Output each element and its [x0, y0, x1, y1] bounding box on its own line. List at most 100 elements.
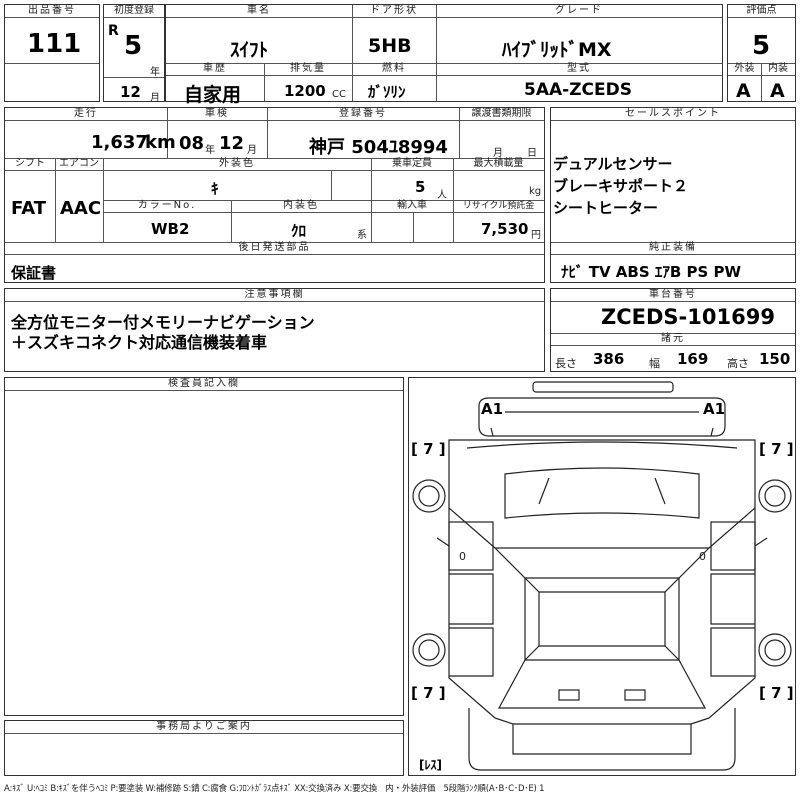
length-label: 長さ: [555, 357, 577, 370]
plate-label: 登録番号: [267, 108, 459, 121]
history: 自家用: [184, 84, 242, 106]
year-unit: 年: [150, 67, 160, 78]
office-label: 事務局よりご案内: [5, 721, 403, 734]
damage-legend: A:ｷｽﾞ U:ﾍｺﾐ B:ｷｽﾞを伴うﾍｺﾐ P:要塗装 W:補修跡 S:錆 …: [4, 784, 545, 794]
shipping-label: 後日発送部品: [5, 242, 544, 255]
inspection-month: 12: [219, 133, 245, 154]
sales-label: セールスポイント: [551, 108, 795, 121]
first-reg-year: 5: [124, 31, 143, 61]
sales-point-3: シートヒーター: [553, 199, 659, 217]
exterior-label: 外装: [728, 63, 761, 76]
first-registration-cell: 初度登録 R 5 年 12 月: [103, 4, 165, 104]
displacement: 1200: [284, 82, 326, 100]
displacement-unit: CC: [332, 89, 346, 100]
score: 5: [752, 31, 771, 61]
grade: ﾊｲﾌﾞﾘｯﾄﾞMX: [502, 39, 612, 61]
car-name: ｽｲﾌﾄ: [230, 39, 269, 61]
score-block: 評価点 5 外装 内装 A A: [727, 4, 796, 102]
notes-line-1: 全方位モニター付メモリーナビゲーション: [11, 313, 315, 332]
capacity-label: 乗車定員: [371, 158, 453, 171]
mileage: 1,637: [91, 132, 148, 153]
mark-front-right-tire: [ 7 ]: [759, 440, 794, 458]
equipment: ﾅﾋﾞ TV ABS ｴｱB PS PW: [561, 263, 742, 281]
interior-label: 内装: [761, 63, 795, 76]
transfer-month-unit: 月: [493, 148, 503, 159]
mark-spare-tire: [ﾚｽ]: [419, 758, 442, 772]
height-label: 高さ: [727, 357, 749, 370]
length: 386: [593, 350, 625, 368]
sales-points-block: セールスポイント デュアルセンサー ブレーキサポート２ シートヒーター 純正装備…: [550, 107, 796, 283]
ac-label: エアコン: [55, 158, 103, 171]
interior-grade: A: [770, 80, 785, 102]
era: R: [108, 23, 119, 39]
inspector-notes-block: 検査員記入欄: [4, 377, 404, 716]
recycle-label: リサイクル預託金: [453, 200, 544, 213]
inspection-year-unit: 年: [205, 145, 215, 156]
first-reg-month: 12: [120, 83, 141, 101]
shift: FAT: [11, 198, 47, 219]
shift-label: シフト: [5, 158, 55, 171]
transfer-label: 譲渡書類期限: [459, 108, 544, 121]
door-label: ドア形状: [352, 5, 436, 18]
score-label: 評価点: [728, 5, 795, 18]
mark-a1-left: A1: [481, 400, 504, 418]
car-outline-diagram: [412, 381, 792, 771]
int-color-label: 内装色: [231, 200, 371, 213]
inspection-label: 車検: [167, 108, 267, 121]
model-label: 型式: [436, 63, 722, 76]
mark-rear-right-tire: [ 7 ]: [759, 684, 794, 702]
ext-color: ｷ: [211, 180, 219, 198]
import-label: 輸入車: [371, 200, 453, 213]
mileage-unit: km: [145, 132, 176, 153]
office-notes-block: 事務局よりご案内: [4, 720, 404, 776]
inspection-year: 08: [179, 133, 205, 154]
inspection-month-unit: 月: [247, 145, 257, 156]
mark-left-rear-door: 0: [459, 550, 466, 563]
recycle-unit: 円: [531, 230, 541, 241]
lot-label: 出品番号: [5, 5, 99, 18]
width: 169: [677, 350, 709, 368]
lot-cell: 出品番号 111: [4, 4, 100, 102]
mark-right-rear-door: 0: [699, 550, 706, 563]
car-name-label: 車名: [166, 5, 352, 18]
height: 150: [759, 350, 791, 368]
shipping-parts: 保証書: [11, 264, 57, 282]
history-label: 車歴: [166, 63, 264, 76]
fuel-label: 燃料: [352, 63, 436, 76]
mark-a1-right: A1: [703, 400, 726, 418]
displacement-label: 排気量: [264, 63, 352, 76]
capacity: 5: [415, 178, 426, 196]
vehicle-details-table: 走行 車検 登録番号 譲渡書類期限 1,637 km 08 年 12 月 神戸 …: [4, 107, 545, 283]
chassis-number: ZCEDS-101699: [601, 305, 775, 329]
exterior-grade: A: [736, 80, 751, 102]
lot-number: 111: [27, 29, 82, 59]
int-color-unit: 系: [357, 230, 367, 241]
damage-diagram: A1 A1 [ 7 ] [ 7 ] [ 7 ] [ 7 ] [ﾚｽ] 0 0: [408, 377, 796, 776]
dims-label: 諸元: [551, 333, 795, 346]
first-reg-label: 初度登録: [104, 5, 164, 18]
color-no-label: カラーNo.: [103, 200, 231, 213]
chassis-block: 車台番号 ZCEDS-101699 諸元 長さ 386 幅 169 高さ 150: [550, 288, 796, 372]
ext-color-label: 外装色: [103, 158, 371, 171]
inspector-label: 検査員記入欄: [5, 378, 403, 391]
transfer-day-unit: 日: [527, 148, 537, 159]
notes-line-2: ＋スズキコネクト対応通信機装着車: [11, 333, 268, 352]
load-unit: kg: [529, 186, 542, 197]
fuel: ｶﾞｿﾘﾝ: [368, 83, 406, 101]
grade-label: グレード: [436, 5, 722, 18]
color-no: WB2: [151, 220, 190, 238]
ac: AAC: [60, 198, 102, 219]
sales-point-2: ブレーキサポート２: [553, 177, 689, 195]
model-code: 5AA-ZCEDS: [524, 80, 632, 100]
capacity-unit: 人: [437, 190, 447, 201]
notes-block: 注意事項欄 全方位モニター付メモリーナビゲーション ＋スズキコネクト対応通信機装…: [4, 288, 545, 372]
recycle-fee: 7,530: [481, 220, 529, 238]
plate-number: 神戸 504ﾕ8994: [309, 137, 448, 158]
notes-label: 注意事項欄: [5, 289, 544, 302]
width-label: 幅: [649, 357, 660, 370]
load-label: 最大積載量: [453, 158, 544, 171]
chassis-label: 車台番号: [551, 289, 795, 302]
int-color: ｸﾛ: [291, 222, 307, 240]
door-type: 5HB: [368, 35, 412, 57]
mark-rear-left-tire: [ 7 ]: [411, 684, 446, 702]
